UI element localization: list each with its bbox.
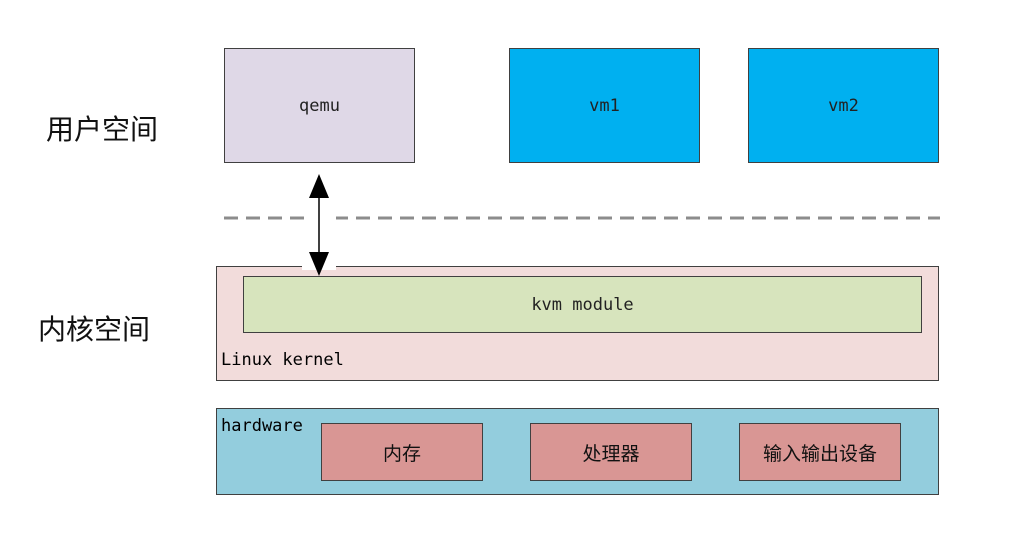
memory-label: 内存 [382, 442, 421, 465]
processor-label: 处理器 [582, 442, 640, 465]
qemu-label: qemu [299, 95, 340, 116]
kvm-module-label: kvm module [531, 294, 634, 315]
vm1-box: vm1 [509, 48, 700, 163]
vm1-label: vm1 [589, 95, 620, 116]
qemu-box: qemu [224, 48, 415, 163]
kernel-space-label: 内核空间 [38, 313, 151, 346]
vm2-box: vm2 [748, 48, 939, 163]
vm2-label: vm2 [828, 95, 859, 116]
io-device-box: 输入输出设备 [739, 423, 901, 481]
memory-box: 内存 [321, 423, 483, 481]
processor-box: 处理器 [530, 423, 692, 481]
kvm-module-box: kvm module [243, 276, 922, 333]
arrow-head-up [309, 174, 329, 198]
separator-gap [304, 210, 336, 226]
hardware-label: hardware [221, 416, 303, 436]
io-device-label: 输入输出设备 [762, 442, 877, 465]
linux-kernel-label: Linux kernel [221, 350, 344, 370]
user-space-label: 用户空间 [46, 113, 159, 146]
